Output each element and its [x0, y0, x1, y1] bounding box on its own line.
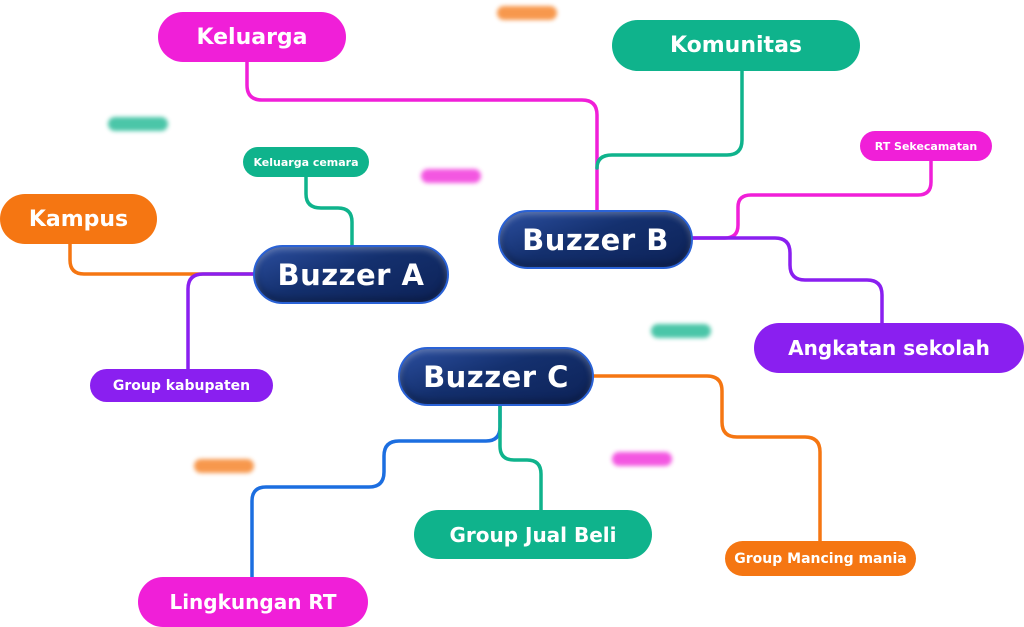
node-label: RT Sekecamatan — [874, 139, 978, 153]
connector-b-keluarga — [245, 58, 599, 212]
node-label: Komunitas — [669, 33, 803, 58]
connector-a-kampus — [68, 240, 255, 276]
blurred-pill-orange — [194, 459, 254, 473]
node-keluarga[interactable]: Keluarga — [158, 12, 346, 62]
node-group-mancing-mania[interactable]: Group Mancing mania — [725, 541, 916, 576]
connector-a-keluarga-cemara — [304, 175, 354, 247]
node-angkatan-sekolah[interactable]: Angkatan sekolah — [754, 323, 1024, 373]
blurred-pill-teal — [651, 324, 711, 338]
node-kampus[interactable]: Kampus — [0, 194, 157, 244]
node-label: Keluarga cemara — [253, 155, 359, 169]
node-label: Group Jual Beli — [449, 522, 617, 547]
hub-label: Buzzer C — [423, 359, 569, 394]
connector-c-group-mancing-mania — [592, 374, 822, 543]
connector-b-komunitas — [595, 68, 744, 170]
blurred-pill-magenta — [421, 169, 481, 183]
node-label: Lingkungan RT — [169, 590, 337, 614]
blurred-pill-magenta — [612, 452, 672, 466]
hub-buzzer-b[interactable]: Buzzer B — [498, 210, 693, 269]
node-label: Group kabupaten — [112, 377, 251, 394]
node-label: Angkatan sekolah — [788, 336, 990, 360]
node-group-jual-beli[interactable]: Group Jual Beli — [414, 510, 652, 559]
node-lingkungan-rt[interactable]: Lingkungan RT — [138, 577, 368, 627]
hub-label: Buzzer B — [522, 222, 669, 257]
node-label: Group Mancing mania — [734, 550, 907, 567]
hub-label: Buzzer A — [277, 257, 425, 292]
node-komunitas[interactable]: Komunitas — [612, 20, 860, 71]
node-rt-sekecamatan[interactable]: RT Sekecamatan — [860, 131, 992, 161]
node-group-kabupaten[interactable]: Group kabupaten — [90, 369, 273, 402]
blurred-pill-teal — [108, 117, 168, 131]
connector-c-group-jual-beli — [498, 404, 543, 512]
hub-buzzer-a[interactable]: Buzzer A — [253, 245, 449, 304]
hub-buzzer-c[interactable]: Buzzer C — [398, 347, 594, 406]
connector-a-group-kabupaten — [186, 272, 255, 371]
connector-c-lingkungan-rt — [250, 404, 502, 579]
connector-b-angkatan-sekolah — [691, 236, 884, 325]
connector-b-rt-sekecamatan — [691, 158, 933, 240]
node-label: Kampus — [28, 206, 129, 232]
node-label: Keluarga — [196, 24, 308, 50]
node-keluarga-cemara[interactable]: Keluarga cemara — [243, 147, 369, 177]
blurred-pill-orange — [497, 6, 557, 20]
